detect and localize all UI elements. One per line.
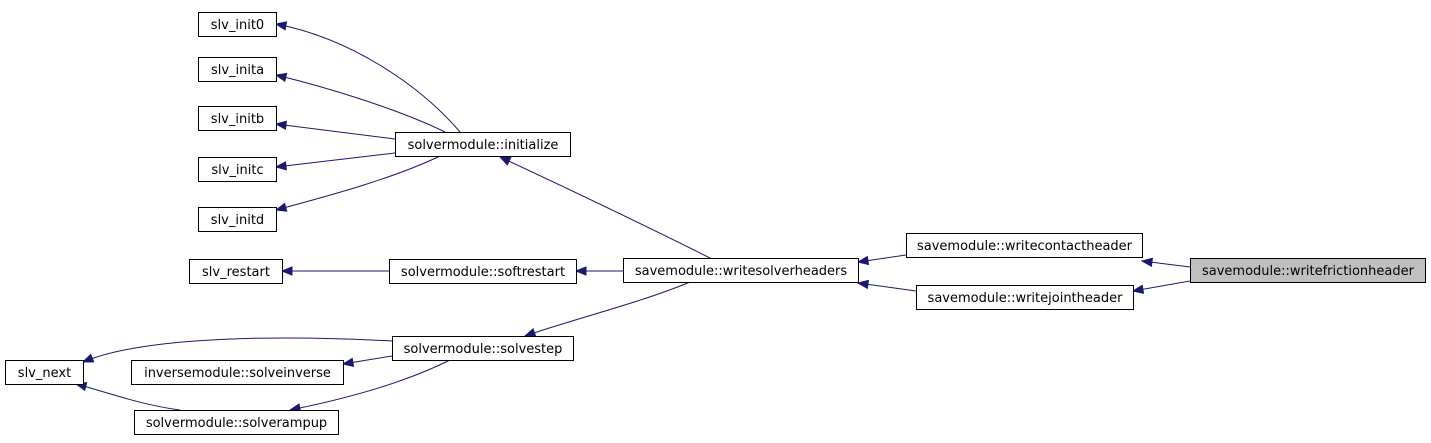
edge-line xyxy=(275,123,396,140)
edges-layer xyxy=(74,21,1191,413)
edge-initialize-to-initd xyxy=(274,155,441,212)
arrow-head-icon xyxy=(574,266,587,276)
arrow-head-icon xyxy=(280,266,293,276)
node-label: inversemodule::solveinverse xyxy=(144,366,331,381)
node-next[interactable]: slv_next xyxy=(5,360,84,385)
node-label: slv_next xyxy=(18,366,71,381)
edge-line xyxy=(82,337,393,363)
edge-initialize-to-inita xyxy=(274,72,446,133)
node-label: savemodule::writecontactheader xyxy=(917,239,1133,254)
edge-line xyxy=(289,359,451,411)
node-box[interactable] xyxy=(623,258,859,283)
edge-initialize-to-init0 xyxy=(274,21,461,133)
edge-writecontactheader-to-writesolverheaders xyxy=(856,254,907,266)
arrow-head-icon xyxy=(274,120,288,131)
node-box[interactable] xyxy=(198,106,277,131)
node-label: slv_initb xyxy=(211,112,264,127)
node-initialize[interactable]: solvermodule::initialize xyxy=(395,132,571,157)
edge-line xyxy=(275,23,461,133)
edge-line xyxy=(275,74,446,133)
node-label: slv_initc xyxy=(211,163,263,178)
edge-line xyxy=(275,152,396,168)
edge-softrestart-to-restart xyxy=(280,266,389,276)
edge-writesolverheaders-to-softrestart xyxy=(574,266,623,276)
node-label: slv_initd xyxy=(211,213,264,228)
edge-line xyxy=(275,155,441,211)
arrow-head-icon xyxy=(274,202,288,212)
arrow-head-icon xyxy=(1140,257,1154,268)
arrow-head-icon xyxy=(341,357,355,367)
node-solveinverse[interactable]: inversemodule::solveinverse xyxy=(131,360,344,385)
node-label: solvermodule::solverampup xyxy=(146,416,327,431)
arrow-head-icon xyxy=(523,328,537,337)
node-writecontactheader[interactable]: savemodule::writecontactheader xyxy=(906,233,1143,258)
node-initb[interactable]: slv_initb xyxy=(198,106,277,131)
node-label: solvermodule::initialize xyxy=(408,138,559,153)
node-box[interactable] xyxy=(916,285,1134,310)
node-initd[interactable]: slv_initd xyxy=(198,207,277,232)
node-box[interactable] xyxy=(198,57,277,82)
edge-writefrictionheader-to-writejointheader xyxy=(1131,280,1191,294)
edge-writesolverheaders-to-solvestep xyxy=(523,281,691,337)
edge-initialize-to-initc xyxy=(274,152,396,171)
edge-initialize-to-initb xyxy=(274,120,396,140)
node-box[interactable] xyxy=(395,132,571,157)
node-label: slv_init0 xyxy=(211,18,264,33)
arrow-head-icon xyxy=(274,72,288,83)
nodes-layer: slv_init0 slv_inita slv_initb slv_initc slv_… xyxy=(5,12,1426,435)
arrow-head-icon xyxy=(856,279,870,290)
node-softrestart[interactable]: solvermodule::softrestart xyxy=(389,259,577,284)
edge-line xyxy=(524,281,691,337)
node-solverampup[interactable]: solvermodule::solverampup xyxy=(134,410,339,435)
node-box[interactable] xyxy=(906,233,1143,258)
edge-writefrictionheader-to-writecontactheader xyxy=(1140,257,1191,268)
node-label: solvermodule::solvestep xyxy=(404,342,563,357)
node-label: savemodule::writejointheader xyxy=(928,291,1124,306)
arrow-head-icon xyxy=(856,255,870,266)
node-label: solvermodule::softrestart xyxy=(401,265,565,280)
node-writefrictionheader[interactable]: savemodule::writefrictionheader xyxy=(1190,258,1426,283)
node-label: savemodule::writesolverheaders xyxy=(635,264,848,279)
node-restart[interactable]: slv_restart xyxy=(189,259,283,284)
edge-solvestep-to-next xyxy=(81,337,393,363)
edge-writejointheader-to-writesolverheaders xyxy=(856,279,917,292)
node-box[interactable] xyxy=(189,259,283,284)
node-solvestep[interactable]: solvermodule::solvestep xyxy=(392,336,574,361)
node-box[interactable] xyxy=(198,12,277,37)
node-box[interactable] xyxy=(198,157,277,182)
arrow-head-icon xyxy=(274,161,287,171)
edge-writesolverheaders-to-initialize xyxy=(498,156,711,259)
node-writejointheader[interactable]: savemodule::writejointheader xyxy=(916,285,1134,310)
node-label: slv_restart xyxy=(202,265,270,280)
arrow-head-icon xyxy=(498,156,512,166)
node-box[interactable] xyxy=(1190,258,1426,283)
arrow-head-icon xyxy=(1131,284,1145,294)
node-box[interactable] xyxy=(389,259,577,284)
node-box[interactable] xyxy=(134,410,339,435)
arrow-head-icon xyxy=(274,21,288,31)
node-initc[interactable]: slv_initc xyxy=(198,157,277,182)
node-init0[interactable]: slv_init0 xyxy=(198,12,277,37)
arrow-head-icon xyxy=(81,353,95,363)
node-label: savemodule::writefrictionheader xyxy=(1202,264,1415,279)
node-writesolverheaders[interactable]: savemodule::writesolverheaders xyxy=(623,258,859,283)
node-inita[interactable]: slv_inita xyxy=(198,57,277,82)
edge-solvestep-to-solveinverse xyxy=(341,355,393,367)
node-box[interactable] xyxy=(198,207,277,232)
edge-solverampup-to-next xyxy=(74,381,181,411)
node-box[interactable] xyxy=(392,336,574,361)
node-label: slv_inita xyxy=(211,63,264,78)
edge-line xyxy=(499,156,711,259)
node-box[interactable] xyxy=(131,360,344,385)
node-box[interactable] xyxy=(5,360,84,385)
edge-line xyxy=(75,383,181,411)
